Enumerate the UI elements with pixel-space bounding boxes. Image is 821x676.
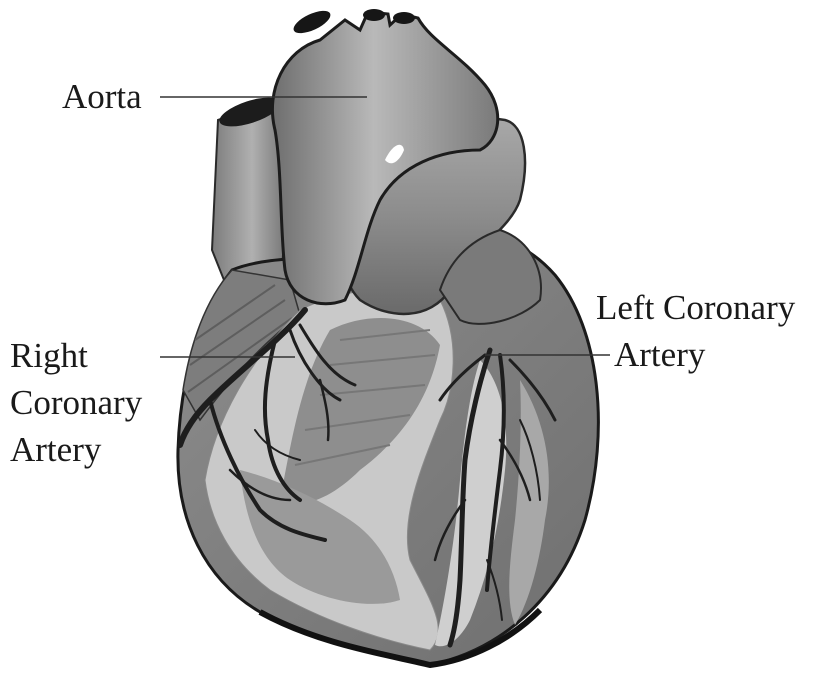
right-coronary-artery-label: Right Coronary Artery [10,332,142,473]
right-coronary-label-line3: Artery [10,426,142,473]
left-coronary-label-line1: Left Coronary [596,284,795,331]
right-coronary-label-line2: Coronary [10,379,142,426]
aorta-label-text: Aorta [62,77,142,116]
left-coronary-artery-label: Left Coronary Artery [596,284,795,378]
left-coronary-label-line2: Artery [596,331,795,378]
aorta-label: Aorta [62,73,142,120]
right-coronary-label-line1: Right [10,332,142,379]
